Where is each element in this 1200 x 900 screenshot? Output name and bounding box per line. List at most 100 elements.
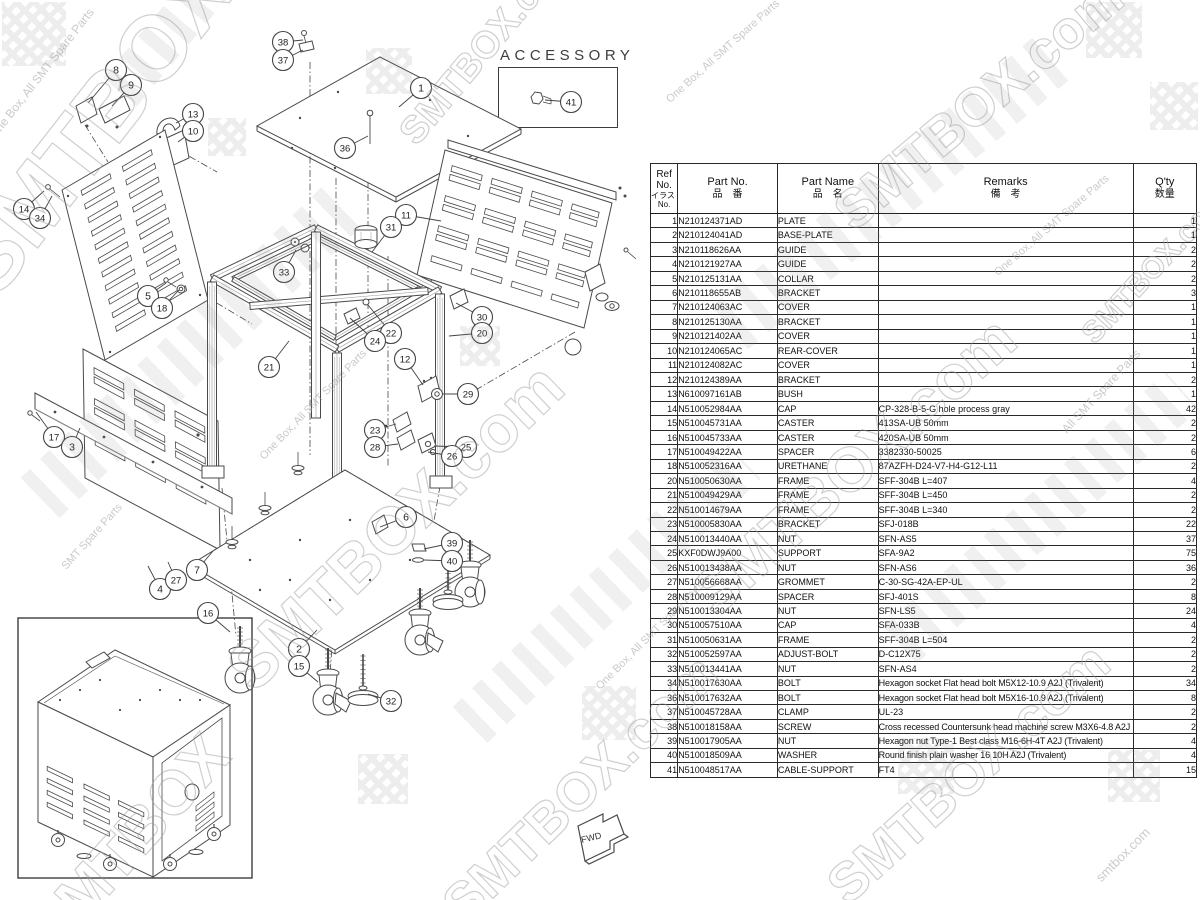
watermark-text: SMTBOX.com — [212, 348, 579, 706]
callout-2: 2 — [287, 629, 318, 661]
cell-remarks: Cross recessed Countersunk head machine … — [877, 718, 1134, 735]
cell-part-no: N210121927AA — [677, 256, 778, 272]
cell-part-no: N210124082AC — [677, 357, 778, 374]
cell-part-name: COVER — [776, 328, 879, 345]
watermark-qr-block — [582, 686, 636, 740]
cell-qty: 2 — [1132, 502, 1197, 518]
cell-part-name: SPACER — [776, 588, 879, 605]
cell-part-name: BRACKET — [776, 516, 879, 532]
callout-28: 28 — [363, 435, 399, 459]
cell-part-no: N210124063AC — [677, 299, 778, 316]
watermark-qr-block — [1086, 2, 1142, 58]
cell-part-no: N510018509AA — [677, 747, 778, 764]
cell-remarks — [877, 212, 1134, 229]
col-header-part-no: Part No.品 番 — [677, 163, 778, 214]
cell-part-name: FRAME — [776, 487, 879, 504]
cell-qty: 6 — [1132, 444, 1197, 460]
cell-part-no: N210118655AB — [677, 285, 778, 301]
cell-remarks: SFN-LS5 — [877, 603, 1134, 619]
callout-36: 36 — [333, 135, 369, 160]
fwd-arrow-label: FWD — [580, 830, 603, 845]
svg-text:38: 38 — [278, 38, 289, 49]
cell-part-name: SUPPORT — [776, 545, 879, 561]
cell-part-no: N510049422AA — [677, 444, 778, 460]
cell-remarks: SFF-304B L=504 — [877, 632, 1134, 648]
svg-text:10: 10 — [188, 127, 199, 138]
callout-10: 10 — [177, 119, 205, 143]
svg-text:21: 21 — [264, 363, 275, 374]
cell-part-name: REAR-COVER — [776, 343, 879, 359]
svg-text:26: 26 — [447, 452, 458, 463]
cell-ref-no: 14 — [649, 400, 679, 417]
svg-text:13: 13 — [188, 110, 199, 121]
cell-ref-no: 4 — [649, 256, 679, 272]
callout-8: 8 — [87, 58, 128, 104]
callout-6: 6 — [379, 505, 418, 529]
cell-ref-no: 2 — [649, 227, 679, 243]
cell-part-no: N210124389AA — [677, 371, 778, 388]
watermark-qr-block — [2, 2, 66, 66]
cell-part-name: COVER — [776, 357, 879, 374]
cell-remarks — [877, 285, 1134, 301]
callout-39: 39 — [423, 531, 464, 555]
cell-ref-no: 27 — [649, 574, 679, 590]
cell-ref-no: 41 — [649, 762, 679, 778]
svg-text:24: 24 — [370, 337, 381, 348]
svg-text:20: 20 — [477, 329, 488, 340]
cell-part-name: FRAME — [776, 473, 879, 489]
cell-qty: 2 — [1132, 270, 1197, 287]
cell-remarks: SFJ-018B — [877, 516, 1134, 532]
cell-part-name: URETHANE — [776, 458, 879, 475]
callout-11: 11 — [394, 203, 442, 227]
cell-remarks: SFN-AS4 — [877, 661, 1134, 677]
cell-part-name: SCREW — [776, 718, 879, 735]
callout-1: 1 — [398, 76, 433, 108]
watermark-text: smtbox.com — [1092, 824, 1153, 885]
cell-qty: 2 — [1132, 429, 1197, 446]
cell-remarks — [877, 227, 1134, 243]
cell-part-no: N510045733AA — [677, 429, 778, 446]
cell-ref-no: 11 — [649, 357, 679, 374]
callout-18: 18 — [150, 289, 180, 320]
callout-5: 5 — [136, 282, 167, 308]
cell-part-no: N510005830AA — [677, 516, 778, 532]
cell-ref-no: 31 — [649, 632, 679, 648]
callout-26: 26 — [427, 444, 464, 468]
cell-ref-no: 22 — [649, 502, 679, 518]
callout-29: 29 — [443, 382, 480, 406]
cell-part-name: PLATE — [776, 212, 879, 229]
watermark-text: SMTBOX — [0, 0, 255, 314]
cell-part-name: COVER — [776, 299, 879, 316]
cell-part-no: N510056668AA — [677, 574, 778, 590]
cell-qty: 2 — [1132, 646, 1197, 663]
cell-part-no: N510009129AA — [677, 588, 778, 605]
cell-remarks: Hexagon socket Flat head bolt M5X16-10.9… — [877, 689, 1134, 706]
cell-remarks — [877, 314, 1134, 330]
cell-part-no: N510050631AA — [677, 632, 778, 648]
cell-qty: 2 — [1132, 371, 1197, 388]
cell-ref-no: 8 — [649, 314, 679, 330]
svg-text:25: 25 — [461, 443, 472, 454]
callout-20: 20 — [448, 321, 494, 345]
cell-part-name: NUT — [776, 733, 879, 749]
cell-qty: 3 — [1132, 285, 1197, 301]
callout-4: 4 — [147, 565, 172, 601]
callout-32: 32 — [367, 689, 403, 713]
cell-qty: 1 — [1132, 343, 1197, 359]
cell-part-name: BASE-PLATE — [776, 227, 879, 243]
cell-ref-no: 10 — [649, 343, 679, 359]
